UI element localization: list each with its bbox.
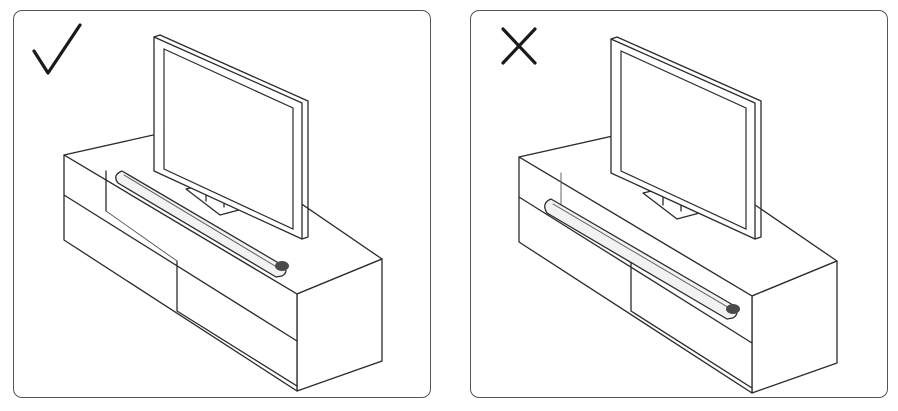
stand-divider: [176, 260, 298, 387]
stand-lower-back: [105, 210, 178, 262]
panel-incorrect-placement: [470, 10, 888, 398]
incorrect-placement-illustration: [501, 27, 838, 394]
check-mark-icon: [32, 23, 82, 75]
tv-screen: [163, 48, 294, 230]
tv-edge: [610, 36, 762, 240]
panel-correct-placement: [13, 10, 431, 398]
cross-mark-icon: [501, 27, 537, 65]
soundbar-end-cap: [275, 261, 289, 271]
soundbar-on-top: [115, 170, 289, 278]
soundbar-end-cap: [726, 304, 740, 314]
tv-edge: [153, 34, 309, 240]
stand-shelf-line: [518, 196, 753, 344]
tv-screen: [620, 50, 747, 230]
correct-placement-illustration: [32, 23, 383, 392]
stand-shelf-line: [63, 194, 298, 342]
soundbar-inside-shelf: [544, 198, 740, 320]
stand-divider: [630, 262, 753, 389]
stand-left-face: [63, 154, 298, 392]
